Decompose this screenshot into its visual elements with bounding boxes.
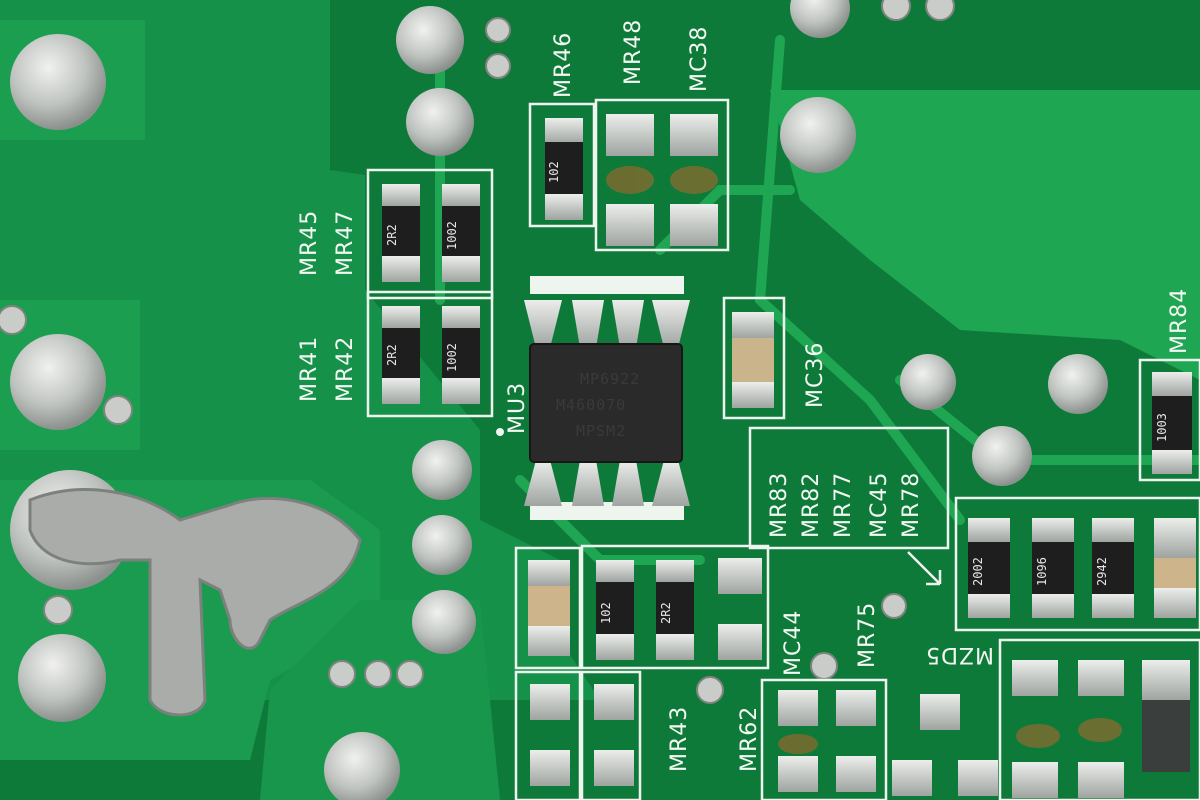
label-mr84: MR84 xyxy=(1167,288,1192,354)
label-mc36: MC36 xyxy=(803,342,828,408)
code-r-right2: 1096 xyxy=(1035,557,1049,586)
code-r-mr45: 2R2 xyxy=(385,224,399,246)
copper-pour-right xyxy=(770,90,1200,380)
code-r-mr84: 1003 xyxy=(1155,413,1169,442)
code-r-mr62: 2R2 xyxy=(659,602,673,624)
code-r-mr41: 2R2 xyxy=(385,344,399,366)
label-mzd5: MZD5 xyxy=(925,642,994,667)
flux-residue xyxy=(606,166,1122,754)
vias xyxy=(0,0,955,704)
diode xyxy=(1142,660,1190,772)
silk-arrow xyxy=(907,551,942,586)
label-mr75: MR75 xyxy=(855,602,880,668)
solder-blob xyxy=(28,488,362,717)
smd-resistors xyxy=(382,118,1192,660)
ic-leads xyxy=(524,300,690,506)
label-mr42: MR42 xyxy=(333,336,358,402)
label-mc38: MC38 xyxy=(687,26,712,92)
label-mc44: MC44 xyxy=(781,610,806,676)
ic-marking-line2: M460070 xyxy=(556,396,626,414)
label-mr62: MR62 xyxy=(737,706,762,772)
empty-pads xyxy=(530,114,1124,798)
label-mu3: MU3 xyxy=(505,382,530,434)
label-mr47: MR47 xyxy=(333,210,358,276)
label-mr46: MR46 xyxy=(551,32,576,98)
pin1-marker xyxy=(496,428,504,436)
ic-silk-bar-bottom xyxy=(530,502,684,520)
label-mr83: MR83 xyxy=(767,472,792,538)
code-r-mr47: 1002 xyxy=(445,221,459,250)
silkscreen-outlines xyxy=(366,98,1200,800)
code-r-right3: 2942 xyxy=(1095,557,1109,586)
label-mr77: MR77 xyxy=(831,472,856,538)
label-mr41: MR41 xyxy=(297,336,322,402)
ic-chip xyxy=(529,343,683,463)
code-r-mr42: 1002 xyxy=(445,343,459,372)
ic-silk-bar xyxy=(530,276,684,294)
through-hole-pads xyxy=(10,0,1108,800)
ic-marking-line1: MP6922 xyxy=(580,370,640,388)
code-r-mr43: 102 xyxy=(599,602,613,624)
code-r-top: 102 xyxy=(547,161,561,183)
label-mr43: MR43 xyxy=(667,706,692,772)
code-r-right1: 2002 xyxy=(971,557,985,586)
smd-capacitors xyxy=(528,312,1196,656)
label-mr78: MR78 xyxy=(899,472,924,538)
label-mr48: MR48 xyxy=(621,19,646,85)
ic-marking-line3: MPSM2 xyxy=(576,422,626,440)
label-mc45: MC45 xyxy=(867,472,892,538)
label-mr82: MR82 xyxy=(799,472,824,538)
label-mr45: MR45 xyxy=(297,210,322,276)
